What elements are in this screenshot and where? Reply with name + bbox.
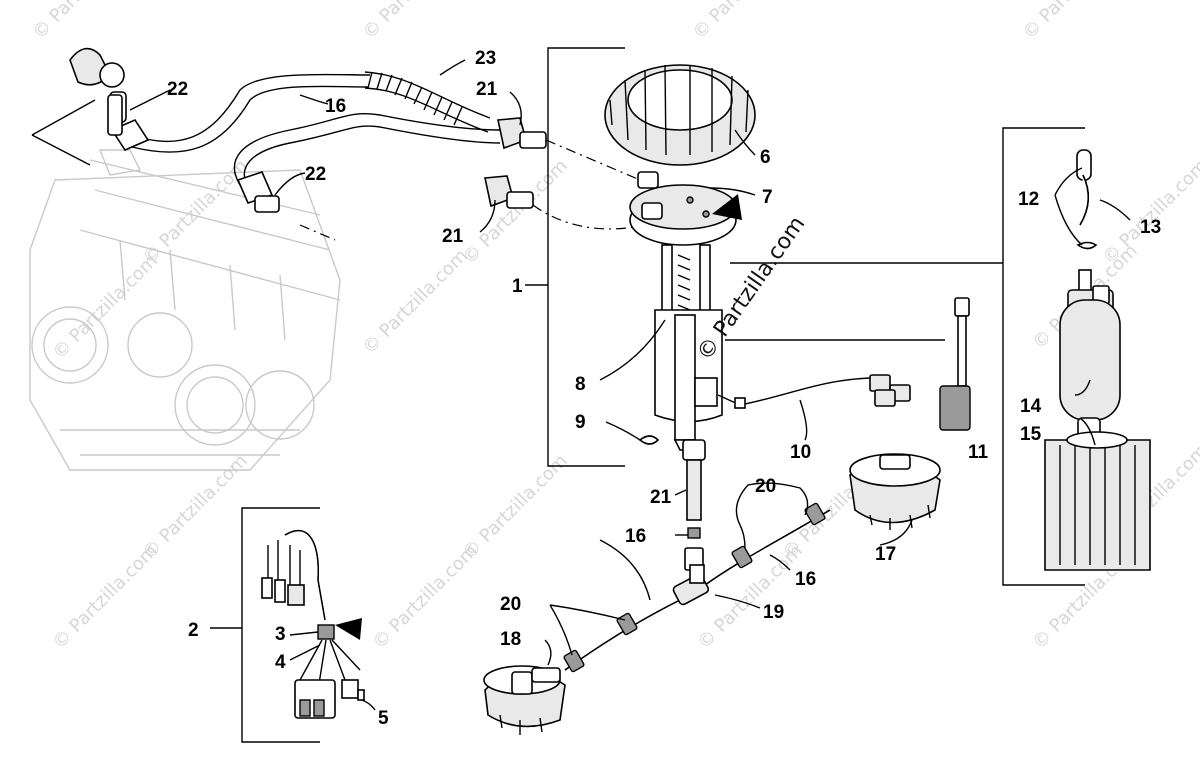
fuel-level-sensor-11 bbox=[939, 297, 971, 431]
connector-21-lower bbox=[682, 439, 706, 521]
bracket-item-2 bbox=[241, 507, 320, 743]
watermark-text: © Partzilla.com bbox=[139, 450, 252, 563]
reference-line bbox=[31, 134, 91, 166]
callout-23: 23 bbox=[475, 48, 496, 69]
wire-harness-3 bbox=[261, 529, 362, 640]
callout-22-upper: 22 bbox=[167, 79, 188, 100]
callout-1: 1 bbox=[512, 276, 523, 297]
callout-16-lower: 16 bbox=[795, 569, 816, 590]
terminal-5 bbox=[357, 689, 365, 701]
watermark-text: © Partzilla.com bbox=[369, 540, 482, 653]
watermark-text: © Partzilla.com bbox=[359, 245, 472, 358]
callout-15: 15 bbox=[1020, 424, 1042, 445]
connector-21-middle bbox=[484, 175, 534, 209]
callout-7: 7 bbox=[762, 187, 773, 208]
fuel-pickup-18 bbox=[483, 665, 566, 735]
pump-module-body bbox=[654, 244, 723, 451]
fuel-hose-16-upper bbox=[129, 73, 501, 191]
watermark-text: © Partzilla.com bbox=[29, 0, 142, 44]
hose-clamp-22-lower bbox=[236, 171, 280, 213]
callout-20-lower: 20 bbox=[500, 594, 521, 615]
pump-flange-7 bbox=[629, 171, 742, 246]
hose-clamp-22-upper bbox=[107, 94, 150, 152]
callout-21-middle: 21 bbox=[442, 226, 464, 247]
watermark-text: © Partzilla.com bbox=[1019, 0, 1132, 44]
reference-line bbox=[31, 99, 96, 136]
callout-13: 13 bbox=[1140, 217, 1161, 238]
fuel-pump-motor-14 bbox=[1059, 149, 1121, 449]
callout-2: 2 bbox=[188, 620, 199, 641]
callout-16-middle: 16 bbox=[625, 526, 646, 547]
callout-14: 14 bbox=[1020, 396, 1042, 417]
fuel-pickup-17 bbox=[849, 453, 941, 530]
callout-21-upper: 21 bbox=[476, 79, 498, 100]
leader-lines bbox=[129, 59, 1131, 711]
callout-9: 9 bbox=[575, 412, 586, 433]
lock-ring-6 bbox=[604, 64, 756, 166]
callout-8: 8 bbox=[575, 374, 586, 395]
connection-line bbox=[545, 139, 641, 181]
callout-22-lower: 22 bbox=[305, 164, 326, 185]
watermark-text: © Partzilla.com bbox=[1099, 155, 1200, 268]
callout-21-lower: 21 bbox=[650, 487, 672, 508]
callout-20-upper: 20 bbox=[755, 476, 776, 497]
callout-12: 12 bbox=[1018, 189, 1039, 210]
connector-kit-4 bbox=[294, 624, 361, 719]
bracket-item-1 bbox=[547, 47, 625, 467]
watermark-text: © Partzilla.com bbox=[49, 540, 162, 653]
callout-17: 17 bbox=[875, 544, 896, 565]
connection-line bbox=[299, 224, 336, 241]
connection-line bbox=[532, 204, 646, 230]
bracket-right bbox=[1002, 127, 1085, 586]
callout-3: 3 bbox=[275, 624, 286, 645]
callout-4: 4 bbox=[275, 652, 286, 673]
callout-labels: 22 22 16 23 21 21 1 6 7 8 9 10 11 12 13 … bbox=[167, 48, 1161, 729]
callout-18: 18 bbox=[500, 629, 521, 650]
watermark-text: © Partzilla.com bbox=[459, 450, 572, 563]
callout-6: 6 bbox=[760, 147, 771, 168]
watermark-text: © Partzilla.com bbox=[359, 0, 472, 44]
callout-11: 11 bbox=[968, 442, 989, 463]
pump-filter-15 bbox=[1044, 431, 1151, 571]
clip-9 bbox=[638, 435, 660, 445]
callout-5: 5 bbox=[378, 708, 389, 729]
throttle-body-assembly bbox=[29, 149, 341, 471]
connector-21-upper bbox=[497, 117, 547, 150]
watermark-text: © Partzilla.com bbox=[689, 0, 802, 44]
callout-10: 10 bbox=[790, 442, 811, 463]
fuel-hose-23-sleeve bbox=[364, 71, 491, 133]
callout-19: 19 bbox=[763, 602, 784, 623]
watermark-text: © Partzilla.com bbox=[459, 155, 572, 268]
wire-harness-10 bbox=[717, 374, 911, 409]
callout-16-upper: 16 bbox=[325, 96, 346, 117]
